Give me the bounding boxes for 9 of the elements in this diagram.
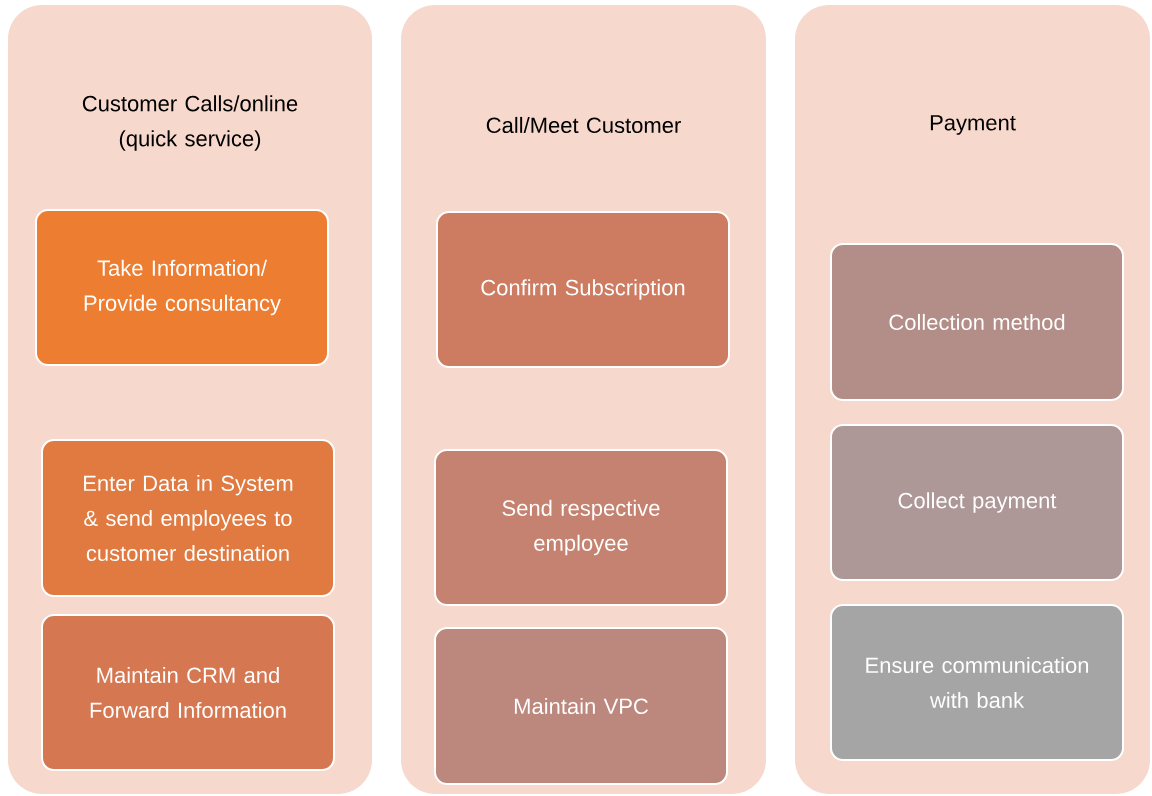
process-box: Collect payment — [830, 424, 1124, 581]
process-box: Take Information/ Provide consultancy — [35, 209, 329, 366]
process-box: Send respective employee — [434, 449, 728, 606]
process-box: Ensure communication with bank — [830, 604, 1124, 761]
process-box: Confirm Subscription — [436, 211, 730, 368]
process-box: Collection method — [830, 243, 1124, 401]
process-box: Maintain CRM and Forward Information — [41, 614, 335, 771]
process-box: Enter Data in System & send employees to customer destination — [41, 439, 335, 597]
process-box: Maintain VPC — [434, 627, 728, 785]
